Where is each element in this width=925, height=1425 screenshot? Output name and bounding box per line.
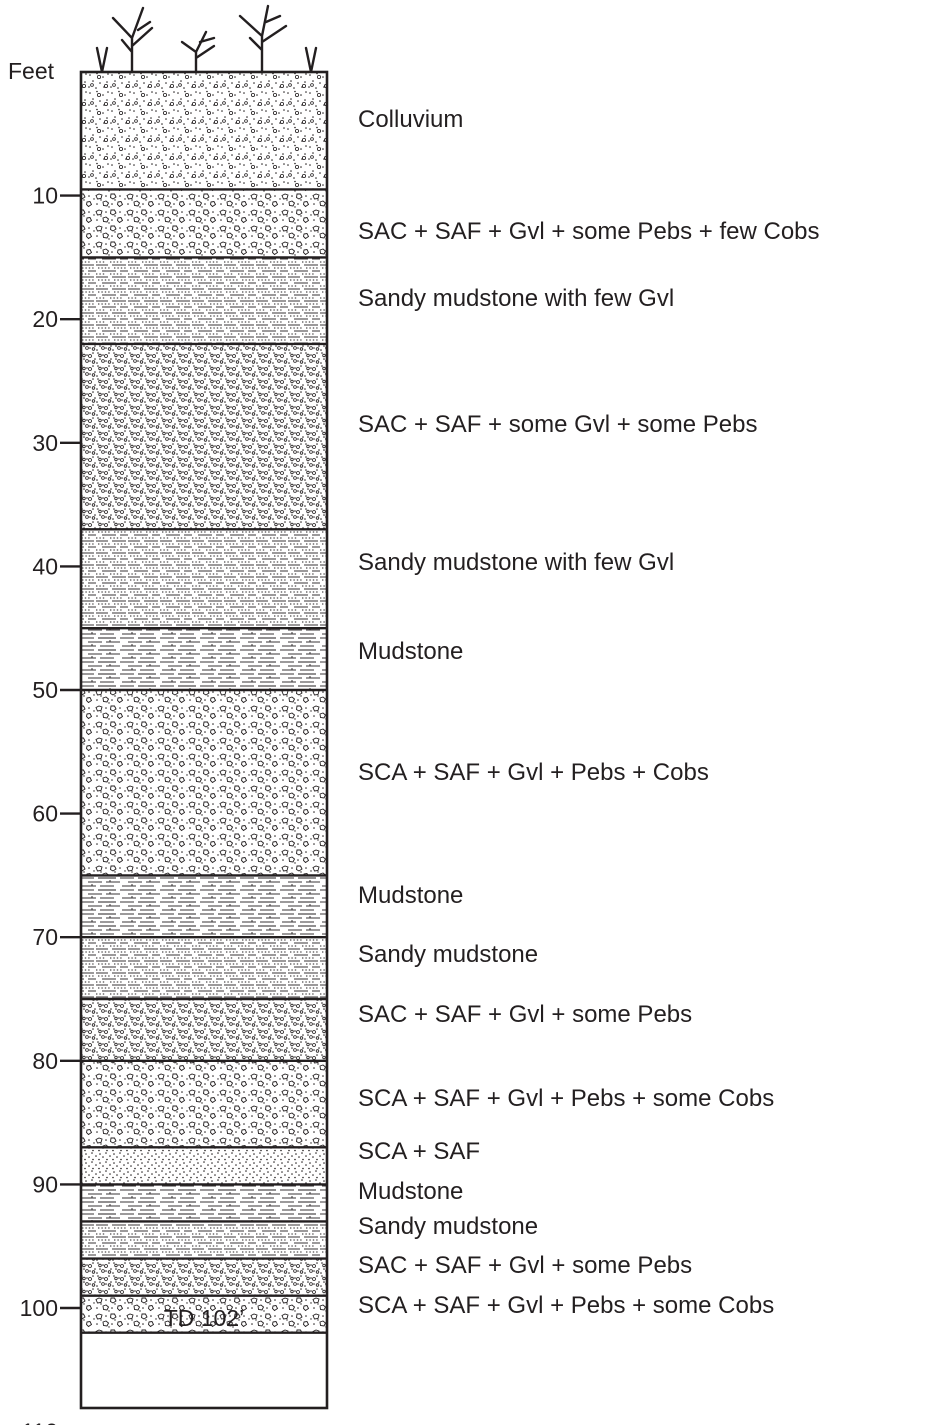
unit-description-label: Mudstone — [358, 1178, 463, 1205]
unit-description-label: SAC + SAF + Gvl + some Pebs — [358, 1252, 692, 1279]
unit-description-label: SAC + SAF + some Gvl + some Pebs — [358, 411, 758, 438]
unit-description-label: SCA + SAF + Gvl + Pebs + Cobs — [358, 759, 709, 786]
unit-description-label: Colluvium — [358, 106, 463, 133]
vegetation-icon — [95, 4, 318, 74]
depth-tick-label: 20 — [32, 306, 58, 332]
unit-sand-fine-gravel-fill — [81, 72, 327, 190]
unit-description-label: SCA + SAF — [358, 1138, 480, 1165]
unit-mudstone-fill — [81, 1184, 327, 1222]
depth-tick-label: 30 — [32, 430, 58, 456]
unit-sandy-mudstone-fill — [81, 1221, 327, 1259]
unit-sandy-mudstone-fill — [81, 257, 327, 344]
total-depth-label: TD 102’ — [164, 1305, 245, 1331]
unit-description-label: Mudstone — [358, 882, 463, 909]
unit-description-label: SAC + SAF + Gvl + some Pebs — [358, 1001, 692, 1028]
depth-tick-label: 110 — [21, 1419, 58, 1425]
depth-tick-label: 10 — [32, 183, 58, 209]
depth-tick-label: 60 — [32, 801, 58, 827]
unit-sandy-mudstone-fill — [81, 529, 327, 629]
unit-description-label: Mudstone — [358, 638, 463, 665]
unit-sand-gravel-fill — [81, 343, 327, 530]
unit-description-label: Sandy mudstone — [358, 941, 538, 968]
unit-gravel-coarse-fill — [81, 690, 327, 876]
unit-description-label: Sandy mudstone — [358, 1213, 538, 1240]
depth-tick-label: 70 — [32, 924, 58, 950]
unit-description-label: SAC + SAF + Gvl + some Pebs + few Cobs — [358, 218, 820, 245]
depth-tick-label: 90 — [32, 1171, 58, 1197]
unit-mudstone-fill — [81, 875, 327, 938]
unit-gravel-coarse-fill — [81, 1060, 327, 1148]
unit-mudstone-fill — [81, 628, 327, 690]
unit-sand-gravel-fill — [81, 999, 327, 1061]
depth-tick-label: 40 — [32, 553, 58, 579]
depth-tick-label: 80 — [32, 1048, 58, 1074]
unit-description-label: SCA + SAF + Gvl + Pebs + some Cobs — [358, 1085, 774, 1112]
unit-sand-gravel-fill — [81, 1258, 327, 1296]
unit-sand-fill — [81, 1147, 327, 1185]
unit-gravel-coarse-fill — [81, 189, 327, 258]
unit-sandy-mudstone-fill — [81, 937, 327, 999]
unit-description-label: Sandy mudstone with few Gvl — [358, 285, 674, 312]
unit-description-label: Sandy mudstone with few Gvl — [358, 549, 674, 576]
log-column-outline — [79, 70, 329, 1410]
depth-tick-label: 50 — [32, 677, 58, 703]
depth-unit-label: Feet — [8, 58, 55, 84]
depth-tick-label: 100 — [20, 1295, 58, 1321]
unit-gravel-coarse-fill — [81, 1295, 327, 1333]
unit-description-label: SCA + SAF + Gvl + Pebs + some Cobs — [358, 1292, 774, 1319]
